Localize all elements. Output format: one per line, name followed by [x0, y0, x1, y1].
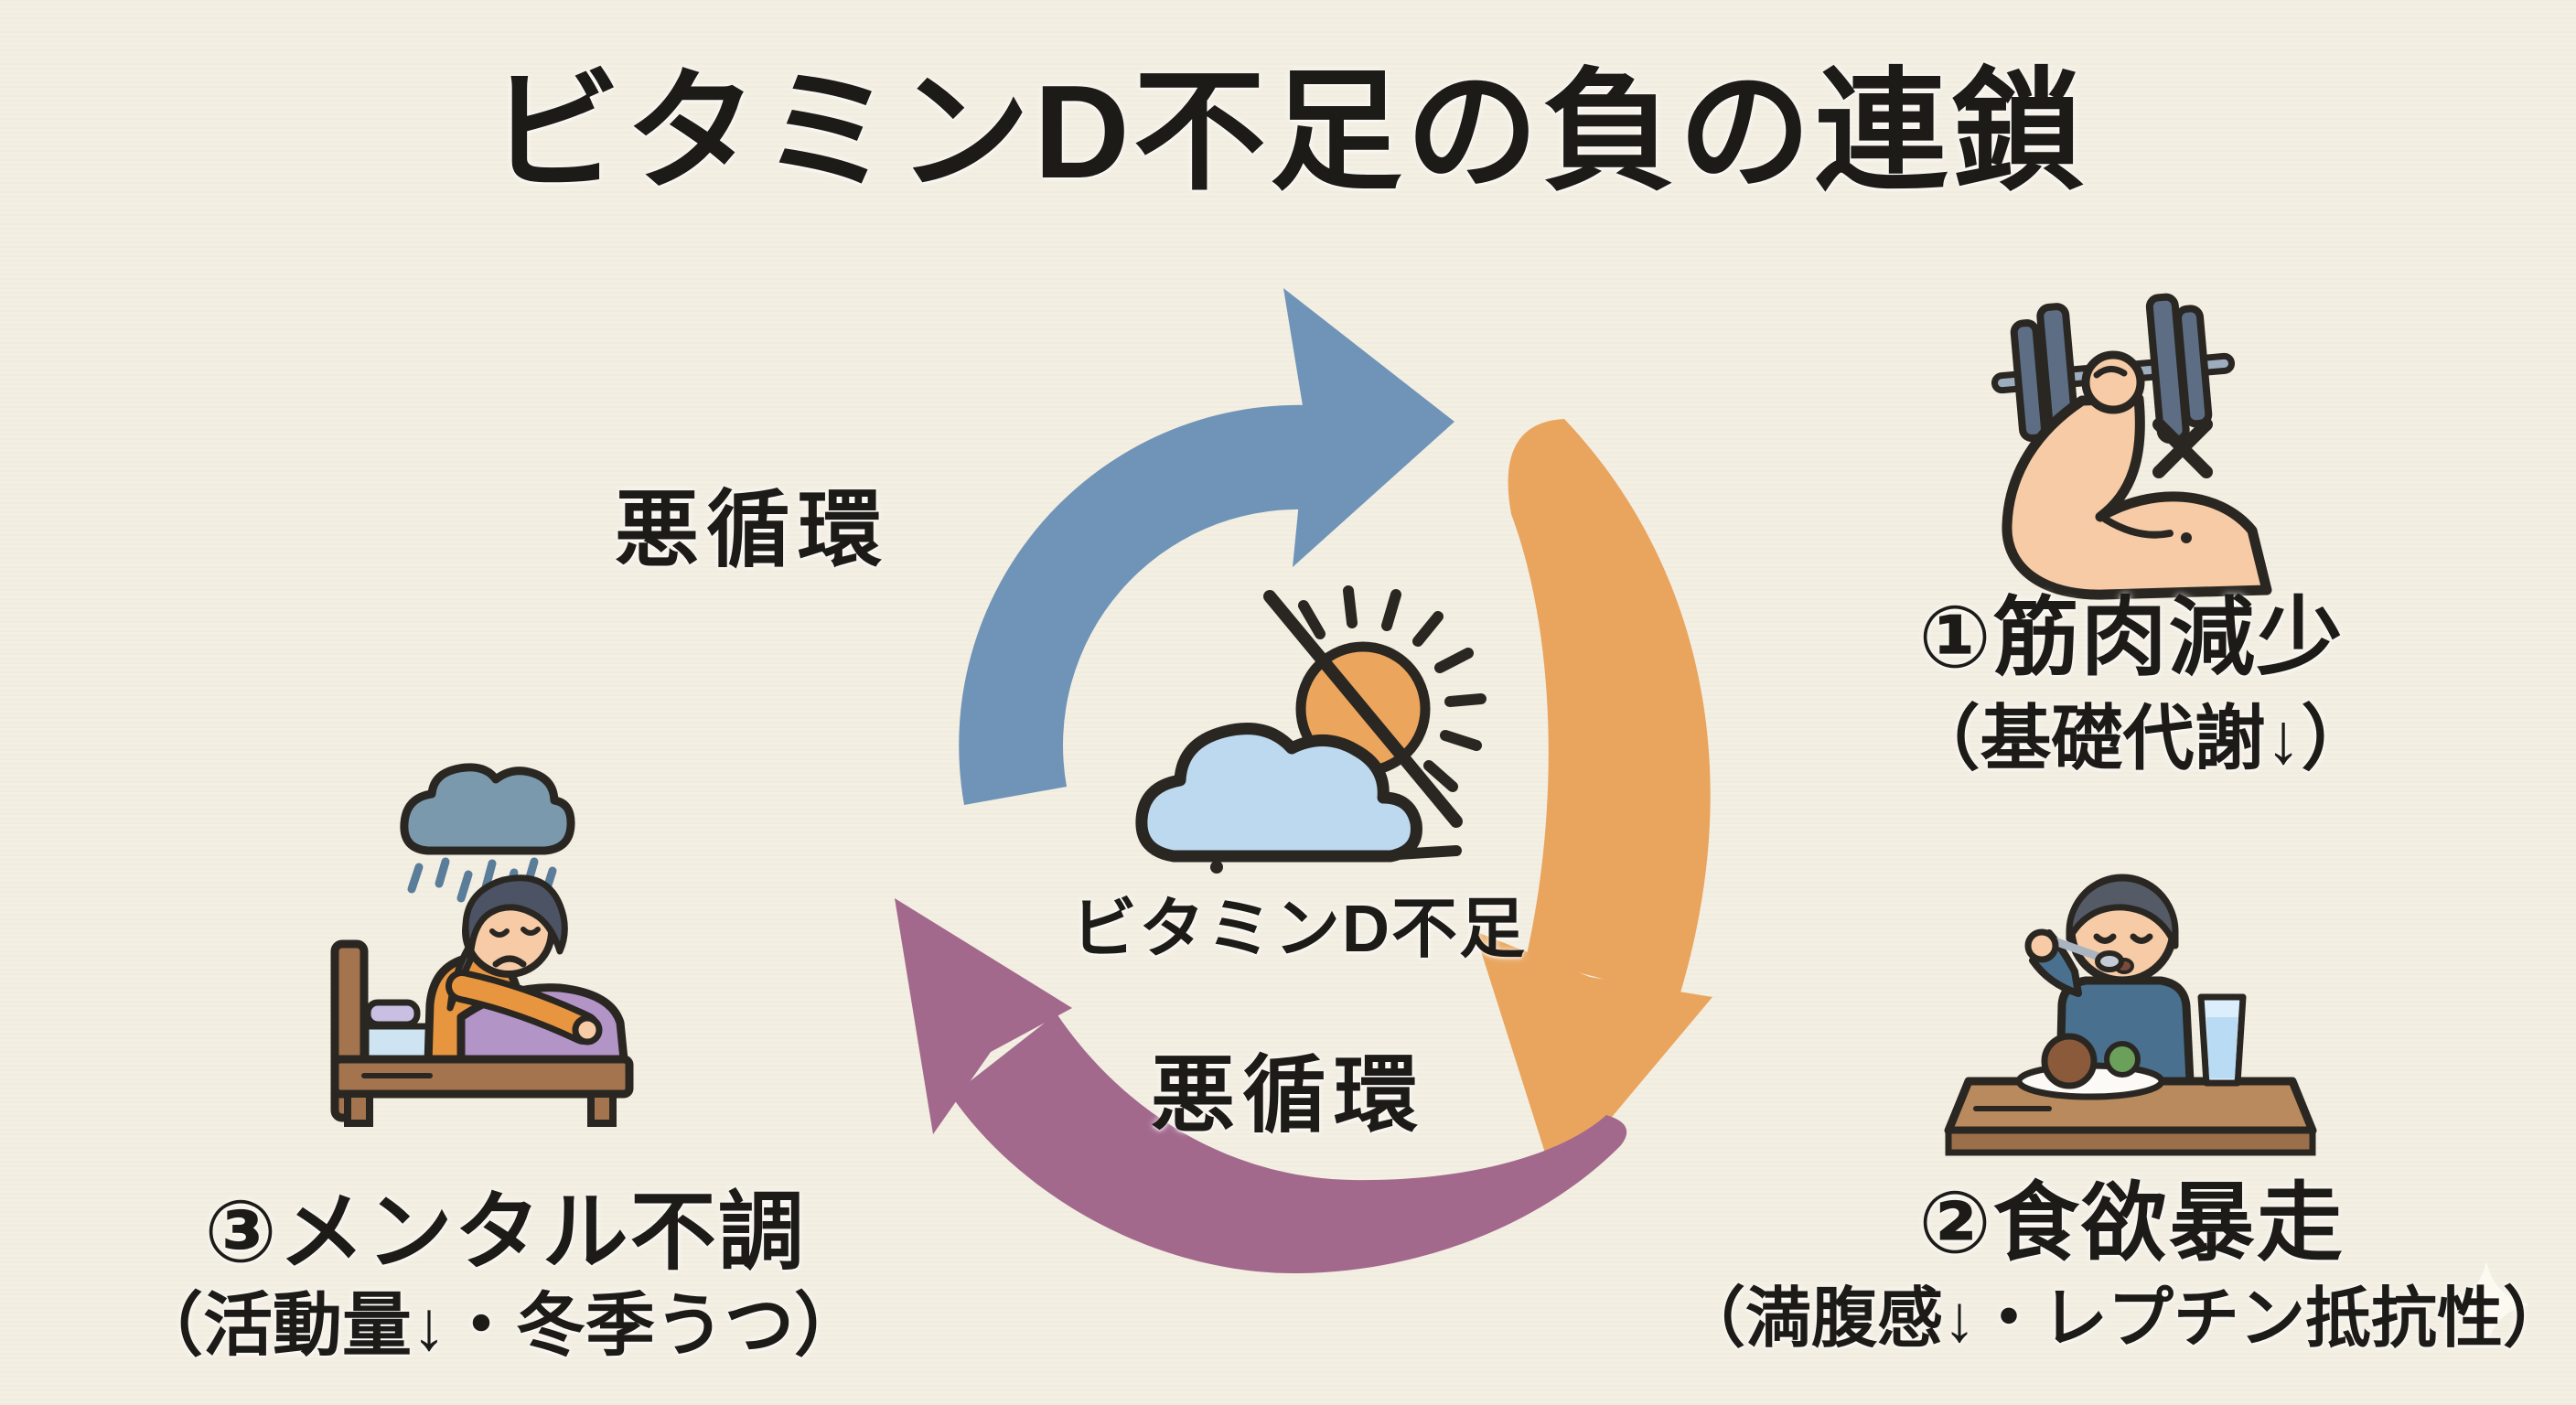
- orange-arrowhead: [1475, 931, 1712, 1185]
- node3-title: ③メンタル不調: [204, 1184, 806, 1280]
- cycle-arrow-blue: [959, 288, 1454, 805]
- flexed-arm-icon: [2002, 393, 2272, 600]
- fist-icon: [2081, 350, 2145, 414]
- cycle-arrow-purple: [895, 898, 1627, 1274]
- hair-icon: [2066, 874, 2179, 949]
- broccoli-icon: [2104, 1041, 2141, 1078]
- x-mark-icon: [2152, 418, 2213, 478]
- node1-subtitle: （基礎代謝↓）: [1908, 698, 2373, 778]
- cycle-center-label: ビタミンD不足: [1071, 893, 1527, 966]
- sun-rays-icon: [1298, 585, 1487, 792]
- slash-icon: [1263, 590, 1463, 828]
- pillow-icon: [364, 999, 421, 1028]
- purple-arrowhead: [895, 898, 1072, 1134]
- bed-frame-icon: [330, 1055, 634, 1099]
- cloud-icon: [1135, 723, 1422, 863]
- vicious-cycle-label-top: 悪循環: [614, 484, 890, 577]
- diagram-title: ビタミンD不足の負の連鎖: [488, 58, 2088, 206]
- node2-subtitle: （満腹感↓・レプチン抵抗性）: [1679, 1282, 2570, 1356]
- no-sunlight-icon: [1135, 585, 1487, 874]
- sparkle-icon: [2442, 1260, 2530, 1348]
- cycle-arrow-orange: [1475, 419, 1712, 1185]
- node1-title: ①筋肉減少: [1918, 589, 2345, 685]
- node3-subtitle: （活動量↓・冬季うつ）: [134, 1287, 864, 1365]
- node2-title: ②食欲暴走: [1918, 1174, 2345, 1271]
- eating-person-icon: [1944, 874, 2317, 1156]
- food-icon: [2041, 1033, 2098, 1089]
- person-in-bed-icon: [330, 763, 634, 1127]
- vicious-cycle-label-bottom: 悪循環: [1150, 1049, 1426, 1142]
- blue-arrowhead: [1283, 288, 1454, 567]
- muscle-dumbbell-icon: [1991, 293, 2272, 600]
- rain-cloud-icon: [400, 763, 575, 855]
